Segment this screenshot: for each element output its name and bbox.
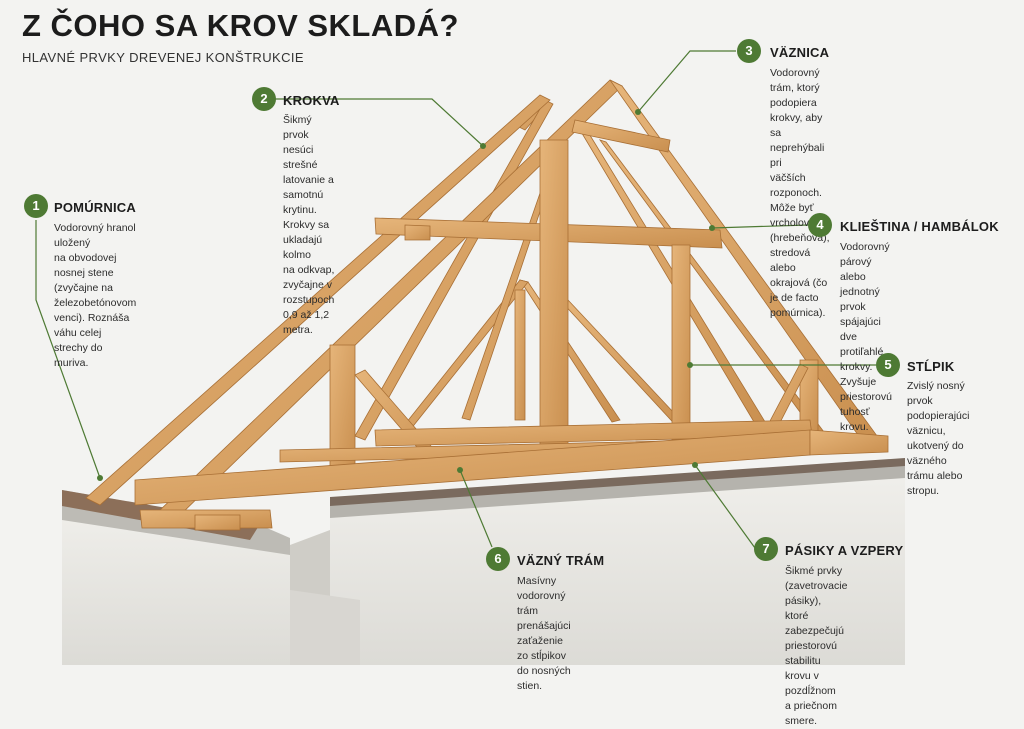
- callout-text: Vodorovný párový alebo jednotný prvok sp…: [840, 241, 892, 433]
- callout-title: KLIEŠTINA / HAMBÁLOK: [840, 219, 999, 234]
- leader-3: [637, 50, 736, 113]
- roof-truss-illustration: [35, 50, 905, 665]
- callout-number: 2: [252, 87, 276, 111]
- leader-4: [711, 224, 809, 229]
- callout-number: 5: [876, 353, 900, 377]
- callout-title: STĹPIK: [907, 359, 955, 374]
- left-main-rafter: [85, 94, 551, 506]
- page-subtitle: HLAVNÉ PRVKY DREVENEJ KONŠTRUKCIE: [22, 50, 304, 65]
- callout-text: Vodorovný trám, ktorý podopiera krokvy, …: [770, 67, 830, 319]
- leader-dots: [97, 109, 715, 481]
- callout-title: VÄZNÝ TRÁM: [517, 553, 605, 568]
- callout-text: Vodorovný hranol uložený na obvodovej no…: [54, 222, 137, 369]
- callout-title: PÁSIKY A VZPERY: [785, 543, 904, 558]
- post-center: [539, 139, 569, 453]
- timber-frame: [85, 79, 889, 531]
- callout-title: POMÚRNICA: [54, 200, 136, 215]
- leader-6: [459, 469, 493, 548]
- page-title: Z ČOHO SA KROV SKLADÁ?: [22, 8, 459, 43]
- purlin: [571, 119, 671, 153]
- callout-text: Zvislý nosný prvok podopierajúci väznicu…: [907, 380, 970, 497]
- callout-number: 4: [808, 213, 832, 237]
- leader-lines: [35, 50, 876, 549]
- callout-title: KROKVA: [283, 93, 340, 108]
- callout-number: 1: [24, 194, 48, 218]
- callout-number: 7: [754, 537, 778, 561]
- callout-text: Šikmý prvok nesúci strešné latovanie a s…: [283, 114, 335, 336]
- leader-2: [262, 98, 484, 147]
- callout-number: 6: [486, 547, 510, 571]
- right-wall: [330, 470, 905, 665]
- callout-text: Šikmé prvky (zavetrovacie pásiky), ktoré…: [785, 565, 848, 727]
- post-right: [671, 244, 691, 441]
- leader-7: [694, 464, 756, 549]
- leader-1: [35, 220, 101, 479]
- callout-number: 3: [737, 39, 761, 63]
- callout-title: VÄZNICA: [770, 45, 830, 60]
- callout-text: Masívny vodorovný trám prenášajúci zaťaž…: [517, 575, 571, 692]
